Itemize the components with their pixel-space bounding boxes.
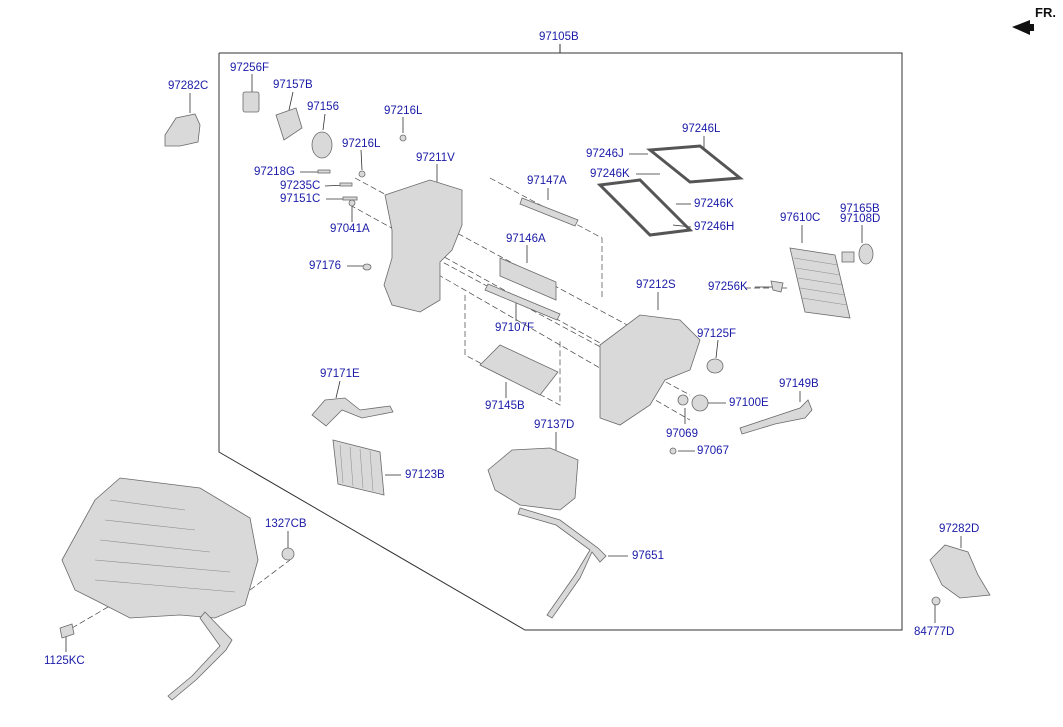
- callout-97151C: 97151C: [280, 193, 321, 205]
- callout-97069: 97069: [666, 428, 698, 440]
- callout-97137D: 97137D: [534, 419, 575, 431]
- callout-97651: 97651: [632, 550, 664, 562]
- callout-97256F: 97256F: [230, 62, 270, 74]
- callout-97218G: 97218G: [254, 166, 295, 178]
- callout-97246K-left: 97246K: [590, 168, 630, 180]
- callout-97041A: 97041A: [330, 223, 370, 235]
- callout-97125F: 97125F: [697, 328, 737, 340]
- callout-97216L-upper: 97216L: [384, 105, 423, 117]
- callout-97282D: 97282D: [939, 523, 980, 535]
- front-arrow-icon: [1012, 20, 1034, 35]
- callout-97156: 97156: [307, 101, 339, 113]
- callout-97211V: 97211V: [416, 152, 455, 164]
- callout-97235C: 97235C: [280, 180, 321, 192]
- callout-97246K-right: 97246K: [694, 198, 734, 210]
- callout-1125KC: 1125KC: [44, 655, 85, 667]
- callout-1327CB: 1327CB: [265, 518, 307, 530]
- callout-97246J: 97246J: [586, 148, 624, 160]
- callout-84777D: 84777D: [914, 626, 955, 638]
- parts: [59, 91, 991, 701]
- callout-97146A: 97146A: [506, 233, 546, 245]
- callout-97246H: 97246H: [694, 221, 735, 233]
- front-orientation-label: FR.: [1035, 5, 1056, 20]
- callout-97100E: 97100E: [729, 397, 769, 409]
- callout-97176: 97176: [309, 260, 341, 272]
- callout-97282C: 97282C: [168, 80, 209, 92]
- callout-97123B: 97123B: [405, 469, 445, 481]
- callout-97157B: 97157B: [273, 79, 313, 91]
- callout-97171E: 97171E: [320, 368, 360, 380]
- callout-97216L-lower: 97216L: [342, 138, 381, 150]
- callout-97147A: 97147A: [527, 175, 567, 187]
- callout-97149B: 97149B: [779, 378, 819, 390]
- callout-97145B: 97145B: [485, 400, 525, 412]
- callout-97165B: 97165B: [840, 203, 880, 215]
- callout-97610C: 97610C: [780, 212, 821, 224]
- callout-97212S: 97212S: [636, 279, 676, 291]
- callout-97105B: 97105B: [539, 31, 579, 43]
- callout-97256K: 97256K: [708, 281, 748, 293]
- callout-97107F: 97107F: [495, 322, 535, 334]
- callout-97067: 97067: [697, 445, 729, 457]
- callout-97108D: 97108D: [840, 213, 881, 225]
- callout-97246L: 97246L: [682, 123, 721, 135]
- assembly-boundary: [218, 52, 903, 631]
